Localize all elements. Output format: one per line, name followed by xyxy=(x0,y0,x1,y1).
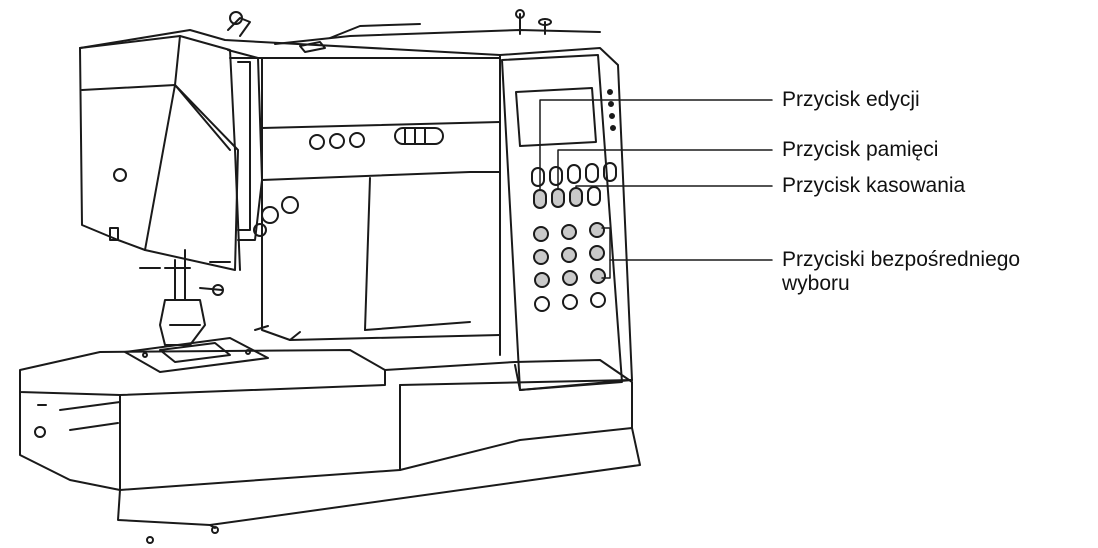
direct-button[interactable] xyxy=(561,247,577,263)
needle-plate xyxy=(124,325,269,373)
callout-label-memory: Przycisk pamięci xyxy=(782,138,939,161)
presser-foot xyxy=(139,249,231,346)
spool-pin-icon xyxy=(515,9,525,19)
panel-button[interactable] xyxy=(567,164,581,184)
function-buttons-row-1 xyxy=(531,162,617,187)
needle-position-button[interactable] xyxy=(349,132,365,148)
foot-screw-icon xyxy=(212,284,224,296)
callout-label-direct: Przyciski bezpośredniego wyboru xyxy=(782,248,1020,296)
side-button[interactable] xyxy=(281,196,299,214)
head-knob-icon xyxy=(113,168,127,182)
function-buttons-row-2 xyxy=(533,186,601,209)
callout-lines xyxy=(539,99,773,279)
edit-button[interactable] xyxy=(533,189,547,209)
panel-button[interactable] xyxy=(587,186,601,206)
callout-label-delete: Przycisk kasowania xyxy=(782,174,966,197)
callout-label-direct-line1: Przyciski bezpośredniego xyxy=(782,248,1021,271)
lcd-display xyxy=(515,87,597,147)
machine-base xyxy=(19,349,641,544)
callout-line-edit xyxy=(539,99,773,191)
panel-button[interactable] xyxy=(562,294,578,310)
foot-icon xyxy=(146,536,154,544)
panel-button[interactable] xyxy=(534,296,550,312)
spool-cap-icon xyxy=(538,18,552,26)
bobbin-winder-icon xyxy=(229,11,243,25)
callout-line-memory xyxy=(557,149,773,189)
direct-button[interactable] xyxy=(589,222,605,238)
direct-button[interactable] xyxy=(534,272,550,288)
delete-button[interactable] xyxy=(569,187,583,207)
base-knob-icon xyxy=(34,426,46,438)
start-stop-button[interactable] xyxy=(309,134,325,150)
panel-button[interactable] xyxy=(603,162,617,182)
callout-bracket-direct xyxy=(601,227,611,279)
direct-button[interactable] xyxy=(533,249,549,265)
panel-button[interactable] xyxy=(585,163,599,183)
control-panel xyxy=(501,54,623,391)
machine-pillar xyxy=(261,47,633,391)
head-slot-icon xyxy=(109,227,119,241)
reverse-button[interactable] xyxy=(329,133,345,149)
panel-button[interactable] xyxy=(549,166,563,186)
panel-button[interactable] xyxy=(590,292,606,308)
speed-slider[interactable] xyxy=(394,127,444,145)
machine-head xyxy=(79,35,299,271)
side-button[interactable] xyxy=(253,223,267,237)
machine-arm xyxy=(79,9,601,181)
direct-button[interactable] xyxy=(561,224,577,240)
panel-button[interactable] xyxy=(531,167,545,187)
direct-button[interactable] xyxy=(533,226,549,242)
direct-button[interactable] xyxy=(590,268,606,284)
direct-button[interactable] xyxy=(589,245,605,261)
callout-label-direct-line2: wyboru xyxy=(782,272,850,295)
memory-button[interactable] xyxy=(551,188,565,208)
callout-line-delete xyxy=(575,185,773,189)
side-button[interactable] xyxy=(261,206,279,224)
direct-button[interactable] xyxy=(562,270,578,286)
callout-label-edit: Przycisk edycji xyxy=(782,88,920,111)
direct-selection-buttons xyxy=(533,222,606,312)
